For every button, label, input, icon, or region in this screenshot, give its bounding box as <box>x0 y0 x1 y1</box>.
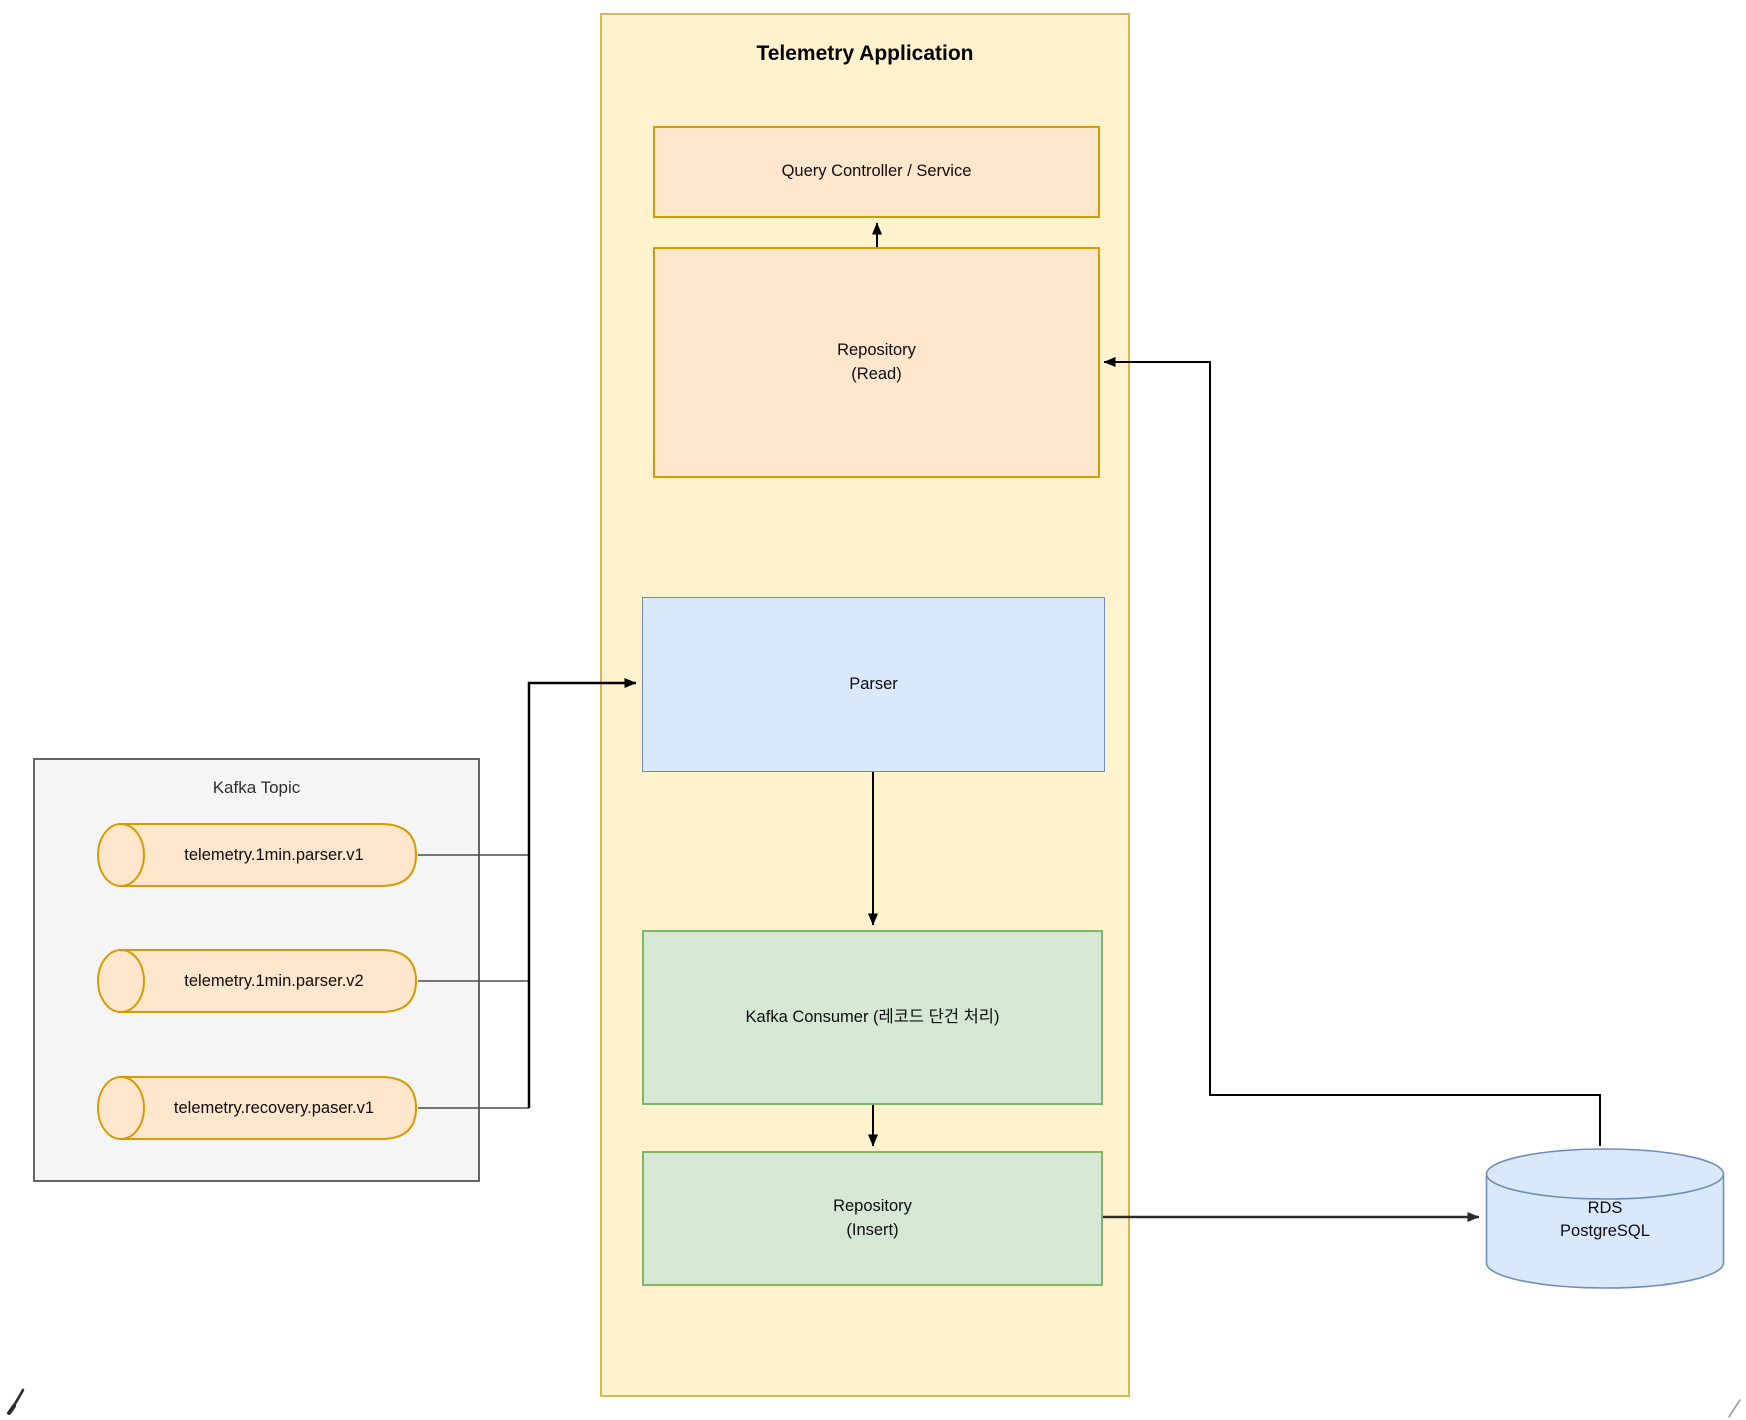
kafka-consumer-label: Kafka Consumer (레코드 단건 처리) <box>745 1007 1000 1026</box>
horizontal-cylinder-shape <box>97 823 418 887</box>
rds-postgresql-database: RDS PostgreSQL <box>1485 1147 1725 1290</box>
repository-insert-node: Repository (Insert) <box>642 1151 1103 1286</box>
arrow-rds-to-repo-read <box>1103 357 1601 1146</box>
kafka-consumer-node: Kafka Consumer (레코드 단건 처리) <box>642 930 1103 1105</box>
repository-read-node: Repository (Read) <box>653 247 1100 478</box>
kafka-topic-cylinder-v1: telemetry.1min.parser.v1 <box>96 822 418 888</box>
database-cylinder-shape <box>1485 1148 1725 1289</box>
parser-node: Parser <box>642 597 1105 772</box>
database-label-line1: RDS <box>1587 1199 1623 1217</box>
kafka-topic-label: telemetry.1min.parser.v1 <box>184 845 364 864</box>
kafka-topic-label: telemetry.1min.parser.v2 <box>184 971 364 990</box>
kafka-topic-cylinder-v2: telemetry.1min.parser.v2 <box>96 948 418 1014</box>
kafka-topic-label: telemetry.recovery.paser.v1 <box>173 1098 375 1117</box>
repository-insert-label-line1: Repository <box>833 1197 912 1216</box>
pen-stroke-artifact-bottom-right <box>1728 1399 1741 1418</box>
repository-insert-label-line2: (Insert) <box>846 1220 899 1239</box>
query-controller-service-node: Query Controller / Service <box>653 126 1100 218</box>
repository-read-label-line1: Repository <box>837 341 916 360</box>
query-controller-service-label: Query Controller / Service <box>781 162 972 181</box>
kafka-topic-title: Kafka Topic <box>212 778 301 797</box>
pen-stroke-artifact-bottom-left <box>7 1388 25 1415</box>
repository-read-label-line2: (Read) <box>851 364 902 383</box>
kafka-topic-cylinder-recovery: telemetry.recovery.paser.v1 <box>96 1075 418 1141</box>
database-label-line2: PostgreSQL <box>1560 1222 1650 1241</box>
telemetry-application-title: Telemetry Application <box>756 42 974 65</box>
horizontal-cylinder-shape <box>97 949 418 1013</box>
horizontal-cylinder-shape <box>97 1076 418 1140</box>
parser-label: Parser <box>849 674 898 693</box>
